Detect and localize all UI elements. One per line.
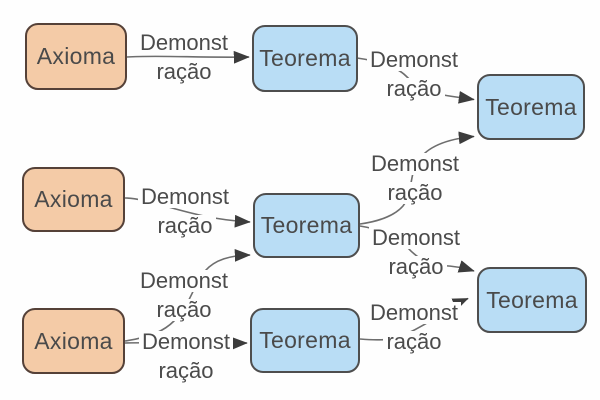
node-teorema-3: Teorema	[253, 193, 360, 258]
edge-label-demonstracao-4: Demonst ração	[367, 153, 463, 204]
edge-label-demonstracao-2: Demonst ração	[366, 49, 462, 100]
node-teorema-5: Teorema	[477, 267, 587, 333]
edge-label-demonstracao-1: Demonst ração	[136, 32, 232, 83]
node-axioma-2: Axioma	[22, 167, 125, 232]
node-teorema-4: Teorema	[250, 308, 360, 373]
node-axioma-3: Axioma	[22, 308, 125, 374]
edge-label-demonstracao-5: Demonst ração	[136, 270, 232, 321]
edge-label-demonstracao-3: Demonst ração	[137, 186, 233, 237]
edge-axioma1-teorema1-arrow	[126, 50, 250, 64]
edge-label-demonstracao-7: Demonst ração	[138, 331, 234, 382]
node-axioma-1: Axioma	[25, 23, 127, 90]
edge-label-demonstracao-6: Demonst ração	[368, 227, 464, 278]
node-teorema-2: Teorema	[477, 74, 585, 140]
edge-teorema3-teorema2-arrow	[359, 131, 475, 225]
node-teorema-1: Teorema	[252, 25, 358, 92]
edge-axioma2-teorema3-arrow	[124, 197, 251, 228]
edge-label-demonstracao-8: Demonst ração	[366, 302, 462, 353]
